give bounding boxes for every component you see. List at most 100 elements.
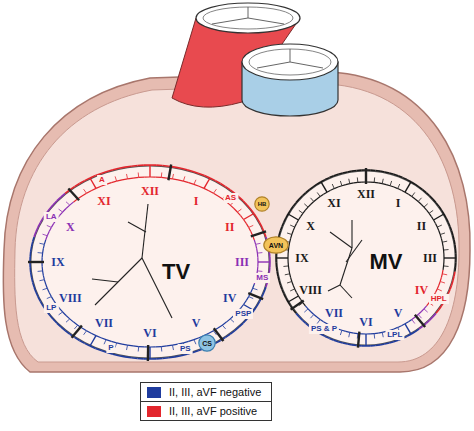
annulus-tick <box>84 189 87 193</box>
annulus-inner-arc <box>292 231 293 235</box>
annulus-tick <box>299 210 303 213</box>
annulus-inner-arc <box>139 346 145 348</box>
annulus-outer-arc <box>389 342 394 343</box>
annulus-outer-arc <box>175 167 181 168</box>
annulus-inner-arc <box>305 207 308 210</box>
annulus-inner-arc <box>305 306 308 309</box>
annulus-inner-arc <box>139 177 145 179</box>
clock-numeral: X <box>306 220 315 232</box>
pulmonary-cusps <box>212 7 284 24</box>
annulus-outer-arc <box>284 218 286 222</box>
annulus-region: AS <box>223 193 238 203</box>
legend-swatch <box>147 406 161 417</box>
annulus-tick <box>84 331 87 335</box>
annulus-outer-arc <box>74 337 79 340</box>
annulus-outer-arc <box>329 176 333 178</box>
annulus-inner-arc <box>42 266 44 270</box>
annulus-inner-arc <box>156 346 162 348</box>
annulus-outer-arc <box>299 317 302 320</box>
annulus-inner-arc <box>358 182 362 184</box>
annulus-outer-arc <box>389 173 394 174</box>
annulus-inner-arc <box>440 278 441 282</box>
annulus-inner-arc <box>437 227 439 231</box>
legend-text: II, III, aVF negative <box>169 386 261 398</box>
annulus-inner-arc <box>47 232 49 236</box>
annulus-inner-arc <box>297 293 299 296</box>
annulus-outer-arc <box>347 170 352 172</box>
annulus-tick <box>276 257 288 258</box>
annulus-outer-arc <box>321 334 325 336</box>
annulus-inner-arc <box>394 327 398 329</box>
annulus-inner-arc <box>437 285 439 289</box>
annulus-outer-arc <box>150 164 156 166</box>
annulus-tick <box>38 252 43 254</box>
annulus-tick <box>418 198 421 202</box>
annulus-inner-arc <box>398 189 402 191</box>
annulus-outer-arc <box>90 176 96 178</box>
annulus-inner-arc <box>291 278 292 282</box>
annulus-inner-arc <box>443 262 445 266</box>
annulus-inner-arc <box>288 266 290 270</box>
annulus-inner-arc <box>63 209 66 213</box>
annulus-inner-arc <box>434 220 436 223</box>
annulus-inner-arc <box>311 312 314 315</box>
annulus-outer-arc <box>163 165 169 167</box>
annulus-inner-arc <box>314 314 317 317</box>
annulus-outer-arc <box>454 267 456 272</box>
annulus-tick <box>365 334 366 346</box>
annulus-outer-arc <box>453 272 455 277</box>
coronary-sinus: CS <box>198 334 216 352</box>
annulus-inner-arc <box>382 183 386 185</box>
annulus-inner-arc <box>334 187 338 189</box>
annulus-tick <box>38 270 43 272</box>
annulus-inner-arc <box>370 333 374 335</box>
annulus-outer-arc <box>210 178 215 181</box>
annulus-tick <box>43 234 48 236</box>
annulus-outer-arc <box>85 343 90 346</box>
annulus-tick <box>444 249 449 251</box>
annulus-outer-arc <box>33 237 34 242</box>
annulus-inner-arc <box>42 253 44 257</box>
annulus-inner-arc <box>442 270 444 274</box>
annulus-tick <box>412 192 415 196</box>
annulus-outer-arc <box>282 290 284 294</box>
leaflet-line <box>340 285 352 298</box>
aortic-valve <box>242 44 338 80</box>
annulus-inner-arc <box>218 325 222 328</box>
annulus-inner-arc <box>378 332 382 334</box>
annulus-outer-arc <box>113 168 119 169</box>
annulus-outer-arc <box>455 249 457 254</box>
annulus-tick <box>59 209 63 212</box>
annulus-inner-arc <box>150 176 156 177</box>
annulus-outer-arc <box>40 301 43 306</box>
clock-numeral: VI <box>359 316 372 328</box>
leaflet-line <box>330 232 352 248</box>
annulus-inner-arc <box>96 336 101 338</box>
annulus-inner-arc <box>91 188 96 190</box>
node-label: MV <box>370 251 403 273</box>
annulus-outer-arc <box>433 313 436 317</box>
annulus-tick <box>149 347 150 359</box>
annulus-outer-arc <box>430 317 433 320</box>
annulus-outer-arc <box>38 297 40 302</box>
annulus-outer-arc <box>215 340 220 343</box>
annulus-inner-arc <box>435 223 437 227</box>
annulus-inner-arc <box>293 285 295 289</box>
annulus-inner-arc <box>256 244 257 248</box>
annulus-outer-arc <box>269 267 271 272</box>
annulus-outer-arc <box>226 334 231 337</box>
annulus-inner-arc <box>251 288 253 292</box>
annulus-inner-arc <box>405 192 408 194</box>
annulus-outer-arc <box>380 343 385 345</box>
annulus-tick <box>249 297 254 299</box>
annulus-outer-arc <box>243 319 247 323</box>
annulus-outer-arc <box>215 181 220 184</box>
annulus-inner-arc <box>244 220 247 224</box>
annulus-outer-arc <box>352 170 357 172</box>
annulus-inner-arc <box>101 338 106 340</box>
annulus-outer-arc <box>426 193 429 196</box>
annulus-inner-arc <box>295 223 297 227</box>
leaflet-line <box>328 285 340 291</box>
annulus-inner-arc <box>374 332 378 334</box>
annulus-tick <box>161 347 163 352</box>
